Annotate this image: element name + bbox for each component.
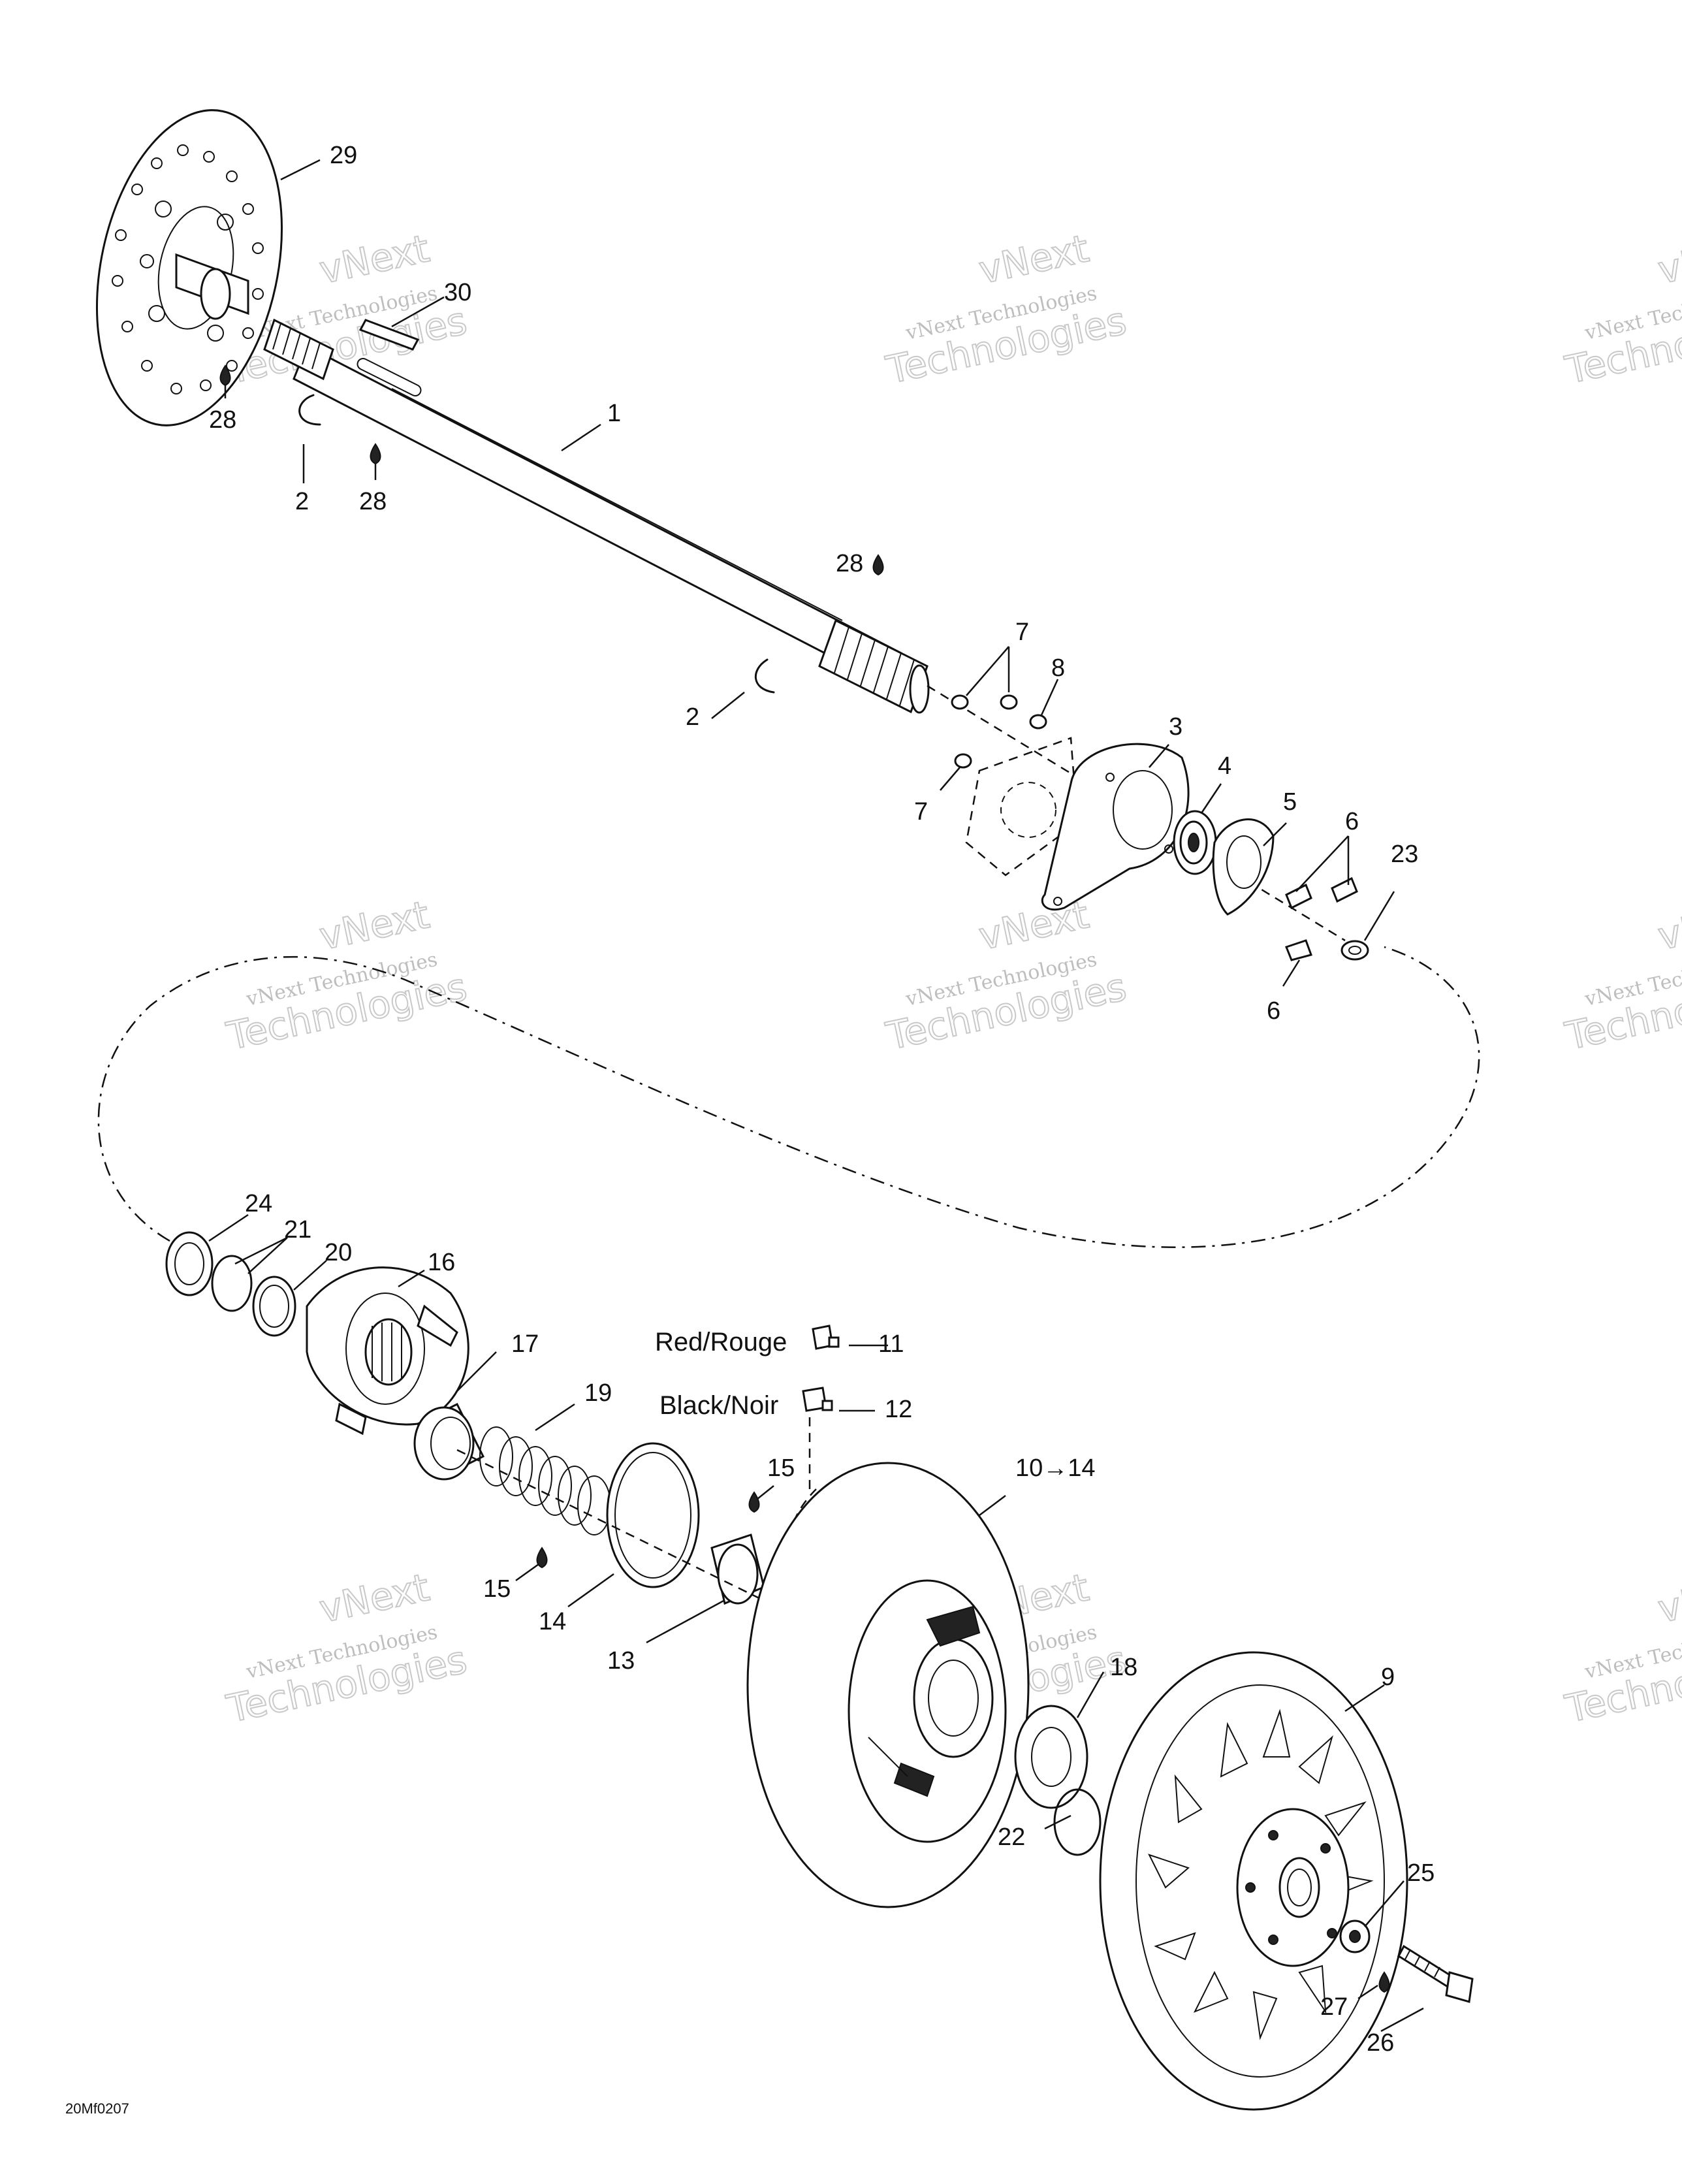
callout-16: 16	[428, 1249, 455, 1276]
callout-6: 6	[1345, 808, 1359, 835]
callout-27: 27	[1320, 1993, 1348, 2021]
bearing-housing-group	[927, 684, 1369, 961]
watermark-big-vnext: vNext	[315, 226, 433, 293]
brake-disc	[95, 109, 283, 426]
circlip-right	[755, 658, 775, 694]
circlip-left	[298, 394, 321, 426]
callout-14: 14	[539, 1608, 566, 1635]
callout-22: 22	[998, 1823, 1025, 1851]
magnet-black	[802, 1387, 833, 1412]
callout-17: 17	[511, 1330, 539, 1358]
callout-11: 11	[878, 1330, 904, 1358]
driven-pulley-group	[165, 1231, 1474, 2111]
grease-drop-icon	[536, 1547, 548, 1569]
callout-15: 15	[483, 1575, 511, 1603]
callout-10-to-14: 10→14	[1015, 1454, 1096, 1482]
callout-2: 2	[686, 703, 699, 731]
callout-numbers: 29 30 28 2 28 1 28 7 8 2 3 4 5 7 6 23 6 …	[209, 142, 1435, 2057]
grease-drop-icon	[748, 1491, 760, 1513]
callout-4: 4	[1218, 752, 1231, 780]
callout-6: 6	[1267, 997, 1280, 1025]
callout-30: 30	[444, 279, 471, 306]
grease-drop-icon	[370, 443, 381, 465]
callout-7: 7	[914, 798, 928, 826]
callout-13: 13	[607, 1647, 635, 1675]
callout-25: 25	[1407, 1859, 1435, 1887]
watermark-big-vnext: vNext	[975, 226, 1092, 293]
callout-28: 28	[209, 406, 236, 434]
callout-5: 5	[1283, 788, 1297, 816]
callout-24: 24	[245, 1190, 272, 1217]
callout-26: 26	[1367, 2029, 1394, 2057]
leader-lines	[208, 159, 1424, 2032]
callout-28: 28	[359, 488, 387, 515]
label-red-rouge: Red/Rouge	[655, 1328, 787, 1357]
callout-23: 23	[1391, 841, 1418, 868]
watermark-big-vnext: vNext	[315, 1565, 433, 1631]
woodruff-key	[358, 319, 420, 351]
callout-28: 28	[836, 550, 863, 577]
callout-21: 21	[284, 1216, 311, 1244]
callout-12: 12	[885, 1396, 912, 1423]
drawing-code: 20Mf0207	[65, 2100, 129, 2117]
callout-15: 15	[767, 1454, 795, 1482]
callout-20: 20	[325, 1239, 352, 1266]
callout-8: 8	[1051, 654, 1065, 682]
callout-2: 2	[295, 488, 309, 515]
grease-drop-icon	[1378, 1971, 1390, 1993]
callout-7: 7	[1015, 618, 1029, 646]
callout-19: 19	[584, 1379, 612, 1407]
watermark-big-vnext: vNext	[315, 892, 433, 959]
drive-belt-outline	[97, 946, 1480, 1248]
watermark-big-vnext: vNext	[1654, 1565, 1682, 1631]
callout-18: 18	[1110, 1654, 1137, 1681]
callout-9: 9	[1381, 1663, 1395, 1691]
callout-29: 29	[330, 142, 357, 169]
watermark-big-vnext: vNext	[1654, 226, 1682, 293]
drive-shaft	[263, 318, 930, 714]
label-black-noir: Black/Noir	[659, 1391, 778, 1420]
callout-3: 3	[1169, 713, 1182, 741]
grease-drop-icon	[872, 554, 884, 576]
magnet-red	[812, 1325, 840, 1350]
watermark-big-vnext: vNext	[1654, 892, 1682, 959]
callout-1: 1	[607, 400, 621, 427]
